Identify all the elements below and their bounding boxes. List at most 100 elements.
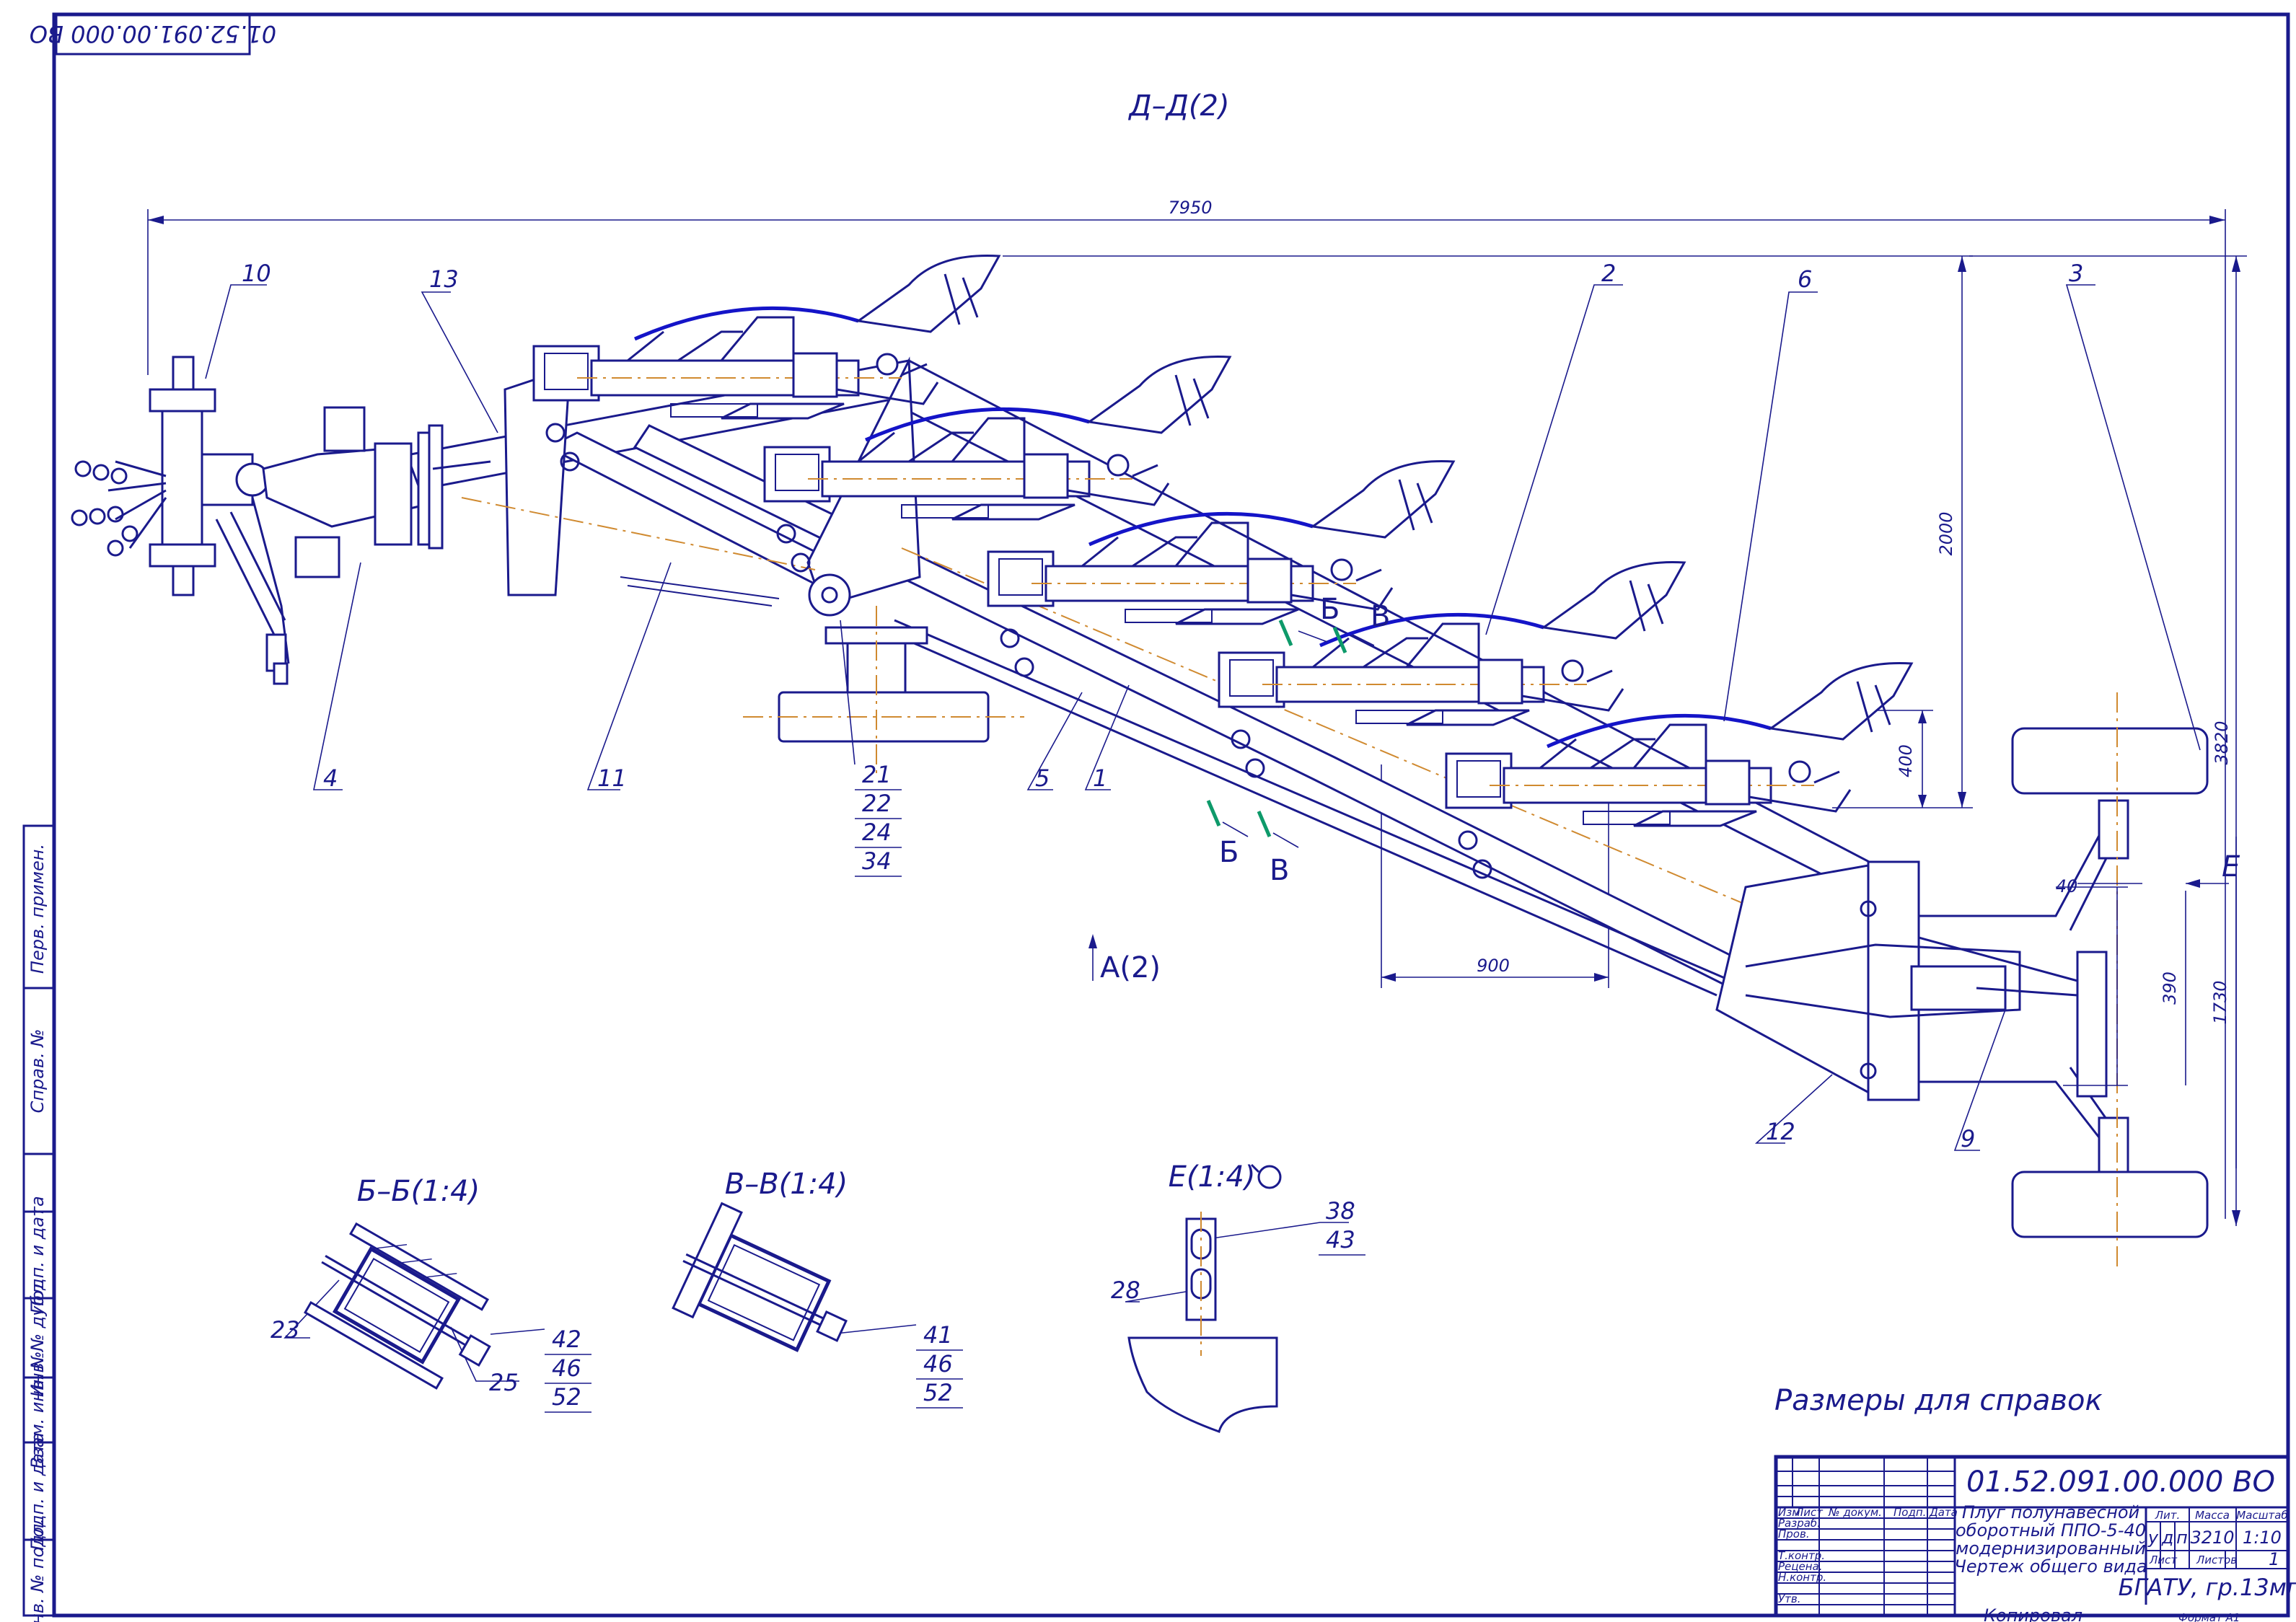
section-marks-upper: Б В xyxy=(1278,593,1390,653)
leader-label-41: 41 xyxy=(923,1321,953,1349)
svg-text:Н.контр.: Н.контр. xyxy=(1778,1571,1826,1584)
svg-text:оборотный ППО-5-40: оборотный ППО-5-40 xyxy=(1956,1520,2146,1541)
leader-label-21: 21 xyxy=(862,761,892,788)
dimension-390: 390 xyxy=(2160,891,2186,1085)
leader-label-46: 46 xyxy=(552,1354,581,1382)
leader-label-1: 1 xyxy=(1093,764,1107,792)
title-scale: 1:10 xyxy=(2243,1528,2282,1548)
dimension-40: 40 xyxy=(2056,876,2142,896)
svg-text:д: д xyxy=(2161,1528,2174,1548)
svg-text:А(2): А(2) xyxy=(1100,951,1161,984)
leader-line xyxy=(2065,284,2201,751)
leader-label-11: 11 xyxy=(597,764,627,792)
leader-line xyxy=(313,562,361,790)
leader-label-28: 28 xyxy=(1111,1277,1140,1304)
svg-text:у: у xyxy=(2147,1528,2159,1548)
leader-label-3: 3 xyxy=(2069,260,2083,287)
plough-body xyxy=(532,255,1001,472)
dimension-overall-length: 7950 xyxy=(147,198,2226,1219)
leader-label-12: 12 xyxy=(1766,1118,1795,1145)
svg-text:№ докум.: № докум. xyxy=(1828,1506,1882,1519)
section-mark-v-upper: В xyxy=(1371,600,1390,633)
svg-text:модернизированный: модернизированный xyxy=(1956,1538,2146,1559)
svg-text:3820: 3820 xyxy=(2212,720,2232,764)
strip-inv-dubl: Инв. № дубл. xyxy=(27,1279,48,1397)
svg-text:Подп.: Подп. xyxy=(1893,1506,1926,1519)
leader-label-4: 4 xyxy=(323,764,338,792)
section-mark-b-lower: Б xyxy=(1219,836,1239,869)
left-margin-strip: Перв. примен. Справ. № Подп. и дата Инв.… xyxy=(22,824,56,1622)
strip-perv-primen: Перв. примен. xyxy=(27,844,48,974)
section-vv-title: В–В(1:4) xyxy=(725,1168,848,1201)
svg-text:Е: Е xyxy=(2222,850,2240,883)
section-bb: Б–Б(1:4) xyxy=(304,1175,491,1390)
leader-label-6: 6 xyxy=(1798,265,1812,293)
leader-line xyxy=(829,1324,917,1335)
leader-label-10: 10 xyxy=(242,260,271,287)
leader-label-23: 23 xyxy=(270,1316,300,1344)
leader-label-43: 43 xyxy=(1326,1226,1355,1253)
strip-sprav: Справ. № xyxy=(27,1029,48,1114)
sheet-frame: 01.52.091.00.000 ВО xyxy=(30,12,2290,1618)
section-marks-lower: Б В xyxy=(1206,800,1299,887)
rear-wheel-assembly xyxy=(1715,692,2209,1269)
leader-label-5: 5 xyxy=(1035,764,1050,792)
leader-line xyxy=(1723,291,1818,722)
leader-line xyxy=(450,1326,519,1382)
leader-label-13: 13 xyxy=(429,265,459,293)
leader-line xyxy=(1485,284,1623,635)
plough-body xyxy=(1218,561,1686,778)
svg-text:Изм: Изм xyxy=(1778,1506,1800,1519)
strip-podp-data-1: Подп. и дата xyxy=(27,1196,48,1314)
plough-body xyxy=(1445,662,1914,879)
front-hitch xyxy=(71,356,491,685)
title-org: БГАТУ, гр.13мпт xyxy=(2119,1574,2296,1601)
dimension-1730: 1730 xyxy=(2210,837,2237,1168)
leader-label-25: 25 xyxy=(489,1369,519,1396)
leader-line xyxy=(421,291,498,433)
reference-note: Размеры для справок xyxy=(1774,1384,2103,1417)
leader-line xyxy=(205,284,267,379)
svg-text:Листов: Листов xyxy=(2196,1553,2237,1566)
svg-text:1: 1 xyxy=(2269,1549,2279,1569)
strip-podp-data-2: Подп. и дата xyxy=(27,1432,48,1551)
dimension-2000: 2000 xyxy=(1003,255,1973,808)
svg-text:Рецена.: Рецена. xyxy=(1778,1560,1822,1573)
section-mark-v-lower: В xyxy=(1270,854,1289,887)
corner-code: 01.52.091.00.000 ВО xyxy=(30,20,276,48)
svg-text:Плуг полунавесной: Плуг полунавесной xyxy=(1962,1502,2139,1522)
leader-line xyxy=(1084,684,1130,790)
svg-text:п: п xyxy=(2176,1528,2188,1548)
svg-text:Масса: Масса xyxy=(2195,1509,2230,1522)
svg-text:7950: 7950 xyxy=(1168,198,1212,218)
svg-text:390: 390 xyxy=(2160,971,2180,1005)
leader-label-46: 46 xyxy=(923,1350,953,1378)
strip-vzam-inv: Взам. инв. № xyxy=(27,1352,48,1469)
svg-text:Масштаб: Масштаб xyxy=(2236,1509,2287,1522)
svg-text:2000: 2000 xyxy=(1936,511,1956,555)
dimension-900: 900 xyxy=(1381,764,1609,988)
svg-text:Формат A1: Формат A1 xyxy=(2178,1611,2240,1622)
svg-text:Т.контр.: Т.контр. xyxy=(1778,1549,1825,1562)
main-frame xyxy=(293,356,1892,997)
svg-text:Лит.: Лит. xyxy=(2155,1509,2181,1522)
leader-line xyxy=(1125,1290,1191,1303)
svg-text:40: 40 xyxy=(2056,876,2078,896)
svg-text:Пров.: Пров. xyxy=(1778,1528,1810,1541)
leader-label-52: 52 xyxy=(923,1379,953,1406)
title-block: 01.52.091.00.000 ВО Изм Лист № докум. По… xyxy=(1774,1455,2296,1622)
strip-inv-podl: Инв. № подл. xyxy=(27,1518,48,1622)
plough-bodies xyxy=(532,255,1914,879)
plough-body xyxy=(763,356,1232,573)
svg-text:Разраб.: Разраб. xyxy=(1778,1517,1821,1530)
view-e-title: Е(1:4) xyxy=(1169,1160,1256,1194)
leader-line xyxy=(840,620,855,765)
title-designation: 01.52.091.00.000 ВО xyxy=(1966,1465,2275,1499)
leader-line xyxy=(490,1328,545,1335)
leader-line xyxy=(586,562,672,790)
svg-text:400: 400 xyxy=(1896,744,1916,777)
leader-label-34: 34 xyxy=(862,847,892,875)
leader-label-42: 42 xyxy=(552,1326,581,1353)
